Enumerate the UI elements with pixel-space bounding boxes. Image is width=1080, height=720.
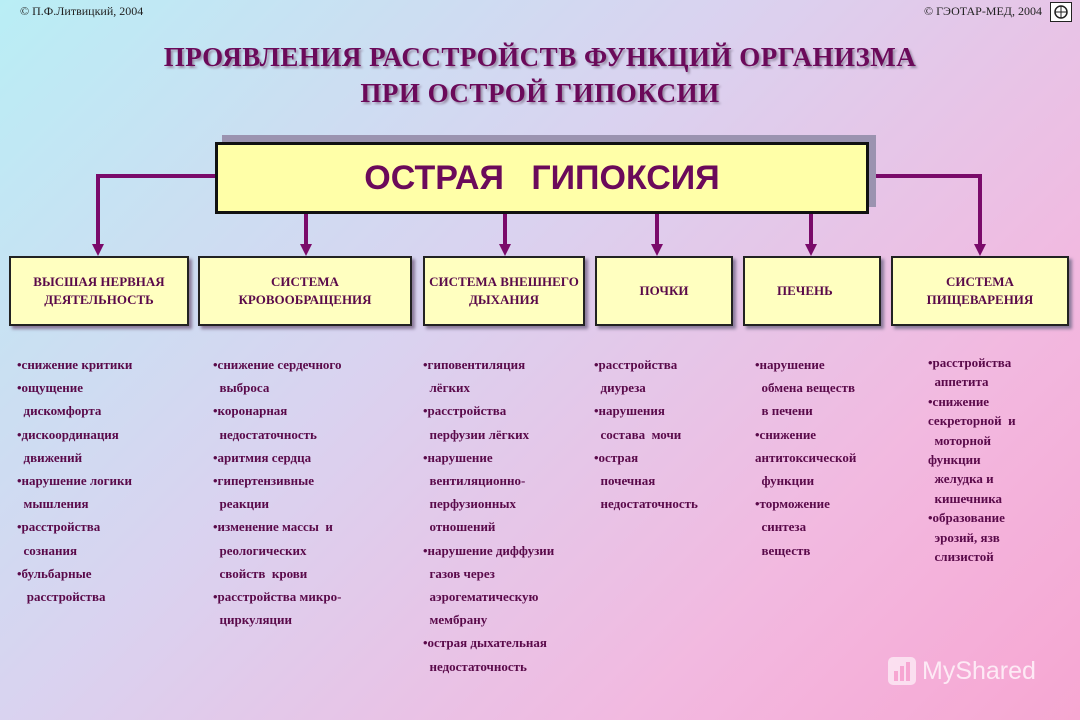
list-item: •снижение критики (17, 357, 133, 372)
list-item: •нарушение логики (17, 473, 133, 489)
list-item: обмена веществ (755, 380, 855, 396)
watermark-text: MyShared (922, 656, 1036, 685)
list-item: состава мочи (594, 426, 682, 442)
list-item: недостаточность (213, 426, 317, 442)
list-item: желудка и (928, 471, 994, 487)
list-item: •изменение массы и (213, 519, 333, 535)
watermark-logo-icon (888, 657, 916, 685)
list-item: •гипертензивные (213, 473, 315, 489)
list-item: эрозий, язв (928, 529, 1000, 545)
list-kidneys: •расстройства диуреза •нарушения состава … (594, 353, 698, 515)
list-item: реакции (213, 496, 269, 512)
list-item: функции (755, 473, 815, 489)
list-item: •нарушение (423, 449, 493, 465)
copyright-left: © П.Ф.Литвицкий, 2004 (20, 4, 144, 18)
list-item: •нарушение диффузии (423, 542, 555, 558)
list-item: лёгких (423, 380, 470, 396)
list-digestive-system: •расстройства аппетита •снижение секреторн… (928, 353, 1016, 566)
list-item: выброса (213, 380, 270, 396)
category-digestive-system: СИСТЕМА ПИЩЕВАРЕНИЯ (891, 256, 1069, 326)
connector-right-branch (866, 174, 986, 256)
list-item: •нарушение (755, 357, 825, 372)
list-item: •расстройства (928, 355, 1012, 370)
list-higher-nervous-activity: •снижение критики •ощущение дискомфорта •д… (17, 353, 132, 608)
list-item: свойств крови (213, 565, 308, 581)
list-item: •острая дыхательная (423, 635, 547, 651)
list-item: •снижение (928, 393, 990, 409)
list-item: •расстройства (17, 519, 101, 535)
list-item: перфузионных (423, 496, 517, 512)
category-circulatory-system: СИСТЕМА КРОВООБРАЩЕНИЯ (198, 256, 412, 326)
list-circulatory-system: •снижение сердечного выброса•коронарная … (213, 353, 342, 631)
acute-hypoxia-box: ОСТРАЯ ГИПОКСИЯ (215, 142, 869, 214)
list-respiratory-system: •гиповентиляция лёгких •расстройства перф… (423, 353, 554, 678)
list-item: •ощущение (17, 380, 84, 396)
list-item: •нарушения (594, 403, 665, 419)
list-item: •образование (928, 510, 1005, 526)
list-item: •аритмия сердца (213, 449, 312, 465)
page-title-line2: ПРИ ОСТРОЙ ГИПОКСИИ (360, 78, 720, 108)
list-item: расстройства (17, 589, 106, 605)
list-item: перфузии лёгких (423, 426, 530, 442)
list-item: аэрогематическую (423, 589, 539, 605)
list-item: •бульбарные (17, 565, 92, 581)
list-item: вентиляционно- (423, 473, 526, 489)
list-item: в печени (755, 403, 813, 419)
list-item: циркуляции (213, 612, 293, 628)
list-item: •острая (594, 449, 639, 465)
list-item: недостаточность (423, 658, 527, 674)
list-item: •торможение (755, 496, 830, 512)
category-higher-nervous-activity: ВЫСШАЯ НЕРВНАЯ ДЕЯТЕЛЬНОСТЬ (9, 256, 189, 326)
list-item: кишечника (928, 490, 1003, 506)
list-item: диуреза (594, 380, 646, 396)
list-item: •расстройства микро- (213, 589, 342, 605)
list-item: •снижение сердечного (213, 357, 342, 372)
list-item: отношений (423, 519, 496, 535)
copyright-right: © ГЭОТАР-МЕД, 2004 (923, 4, 1042, 18)
list-item: •снижение (755, 426, 817, 442)
page-title-line1: ПРОЯВЛЕНИЯ РАССТРОЙСТВ ФУНКЦИЙ ОРГАНИЗМА (163, 42, 917, 72)
list-item: реологических (213, 542, 307, 558)
list-item: движений (17, 449, 83, 465)
list-liver: •нарушение обмена веществ в печени •сниже… (755, 353, 856, 562)
list-item: •расстройства (423, 403, 507, 419)
list-item: слизистой (928, 549, 994, 565)
list-item: •коронарная (213, 403, 288, 419)
list-item: •гиповентиляция (423, 357, 526, 372)
list-item: мембрану (423, 612, 488, 628)
list-item: •дискоординация (17, 426, 119, 442)
category-kidneys: ПОЧКИ (595, 256, 733, 326)
list-item: синтеза (755, 519, 807, 535)
list-item: недостаточность (594, 496, 698, 512)
list-item: секреторной и (928, 413, 1016, 429)
list-item: веществ (755, 542, 811, 558)
list-item: газов через (423, 565, 495, 581)
publisher-logo-icon (1050, 2, 1072, 22)
list-item: аппетита (928, 374, 989, 390)
watermark: MyShared (886, 655, 1036, 687)
list-item: функции (928, 452, 981, 468)
connector-left-branch (92, 174, 215, 256)
list-item: мышления (17, 496, 89, 512)
category-liver: ПЕЧЕНЬ (743, 256, 881, 326)
list-item: •расстройства (594, 357, 678, 372)
category-respiratory-system: СИСТЕМА ВНЕШНЕГО ДЫХАНИЯ (423, 256, 585, 326)
list-item: антитоксической (755, 449, 857, 465)
list-item: почечная (594, 473, 656, 489)
list-item: дискомфорта (17, 403, 102, 419)
list-item: сознания (17, 542, 78, 558)
list-item: моторной (928, 432, 991, 448)
